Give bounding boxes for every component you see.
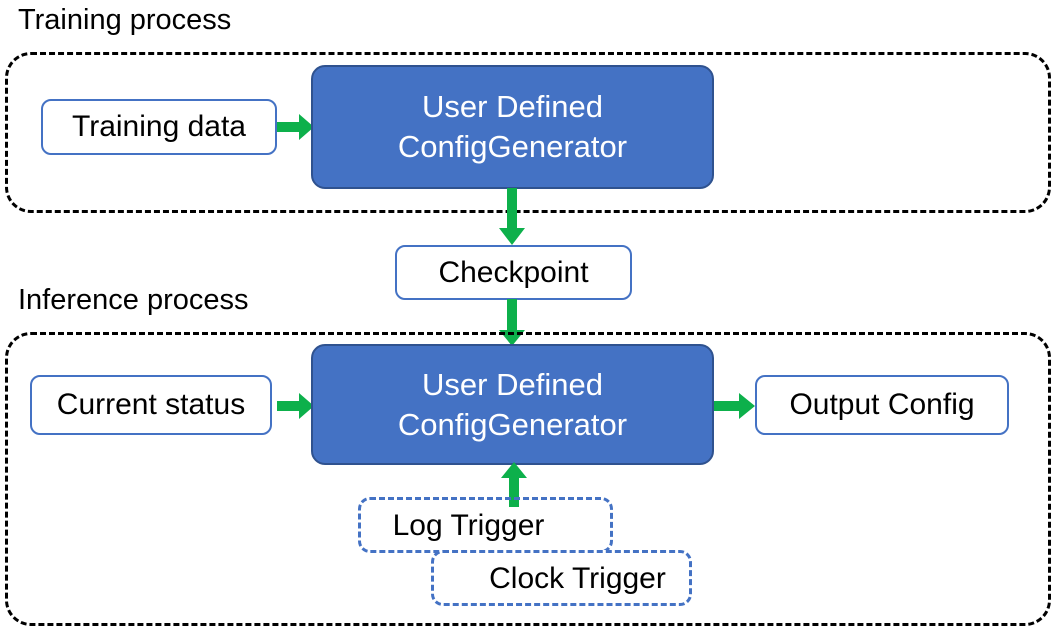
- node-checkpoint-label: Checkpoint: [438, 255, 589, 289]
- node-training-data[interactable]: Training data: [41, 99, 277, 155]
- group-container-inference: [5, 332, 1051, 626]
- node-current-status[interactable]: Current status: [30, 375, 272, 435]
- node-current-status-label: Current status: [56, 388, 246, 422]
- node-log-trigger[interactable]: Log Trigger: [358, 497, 613, 553]
- node-clock-trigger-label: Clock Trigger: [489, 561, 666, 595]
- group-container-training: [5, 52, 1051, 213]
- node-train-config-generator-line2: ConfigGenerator: [397, 129, 628, 164]
- node-log-trigger-label: Log Trigger: [392, 508, 545, 542]
- node-checkpoint[interactable]: Checkpoint: [395, 245, 632, 300]
- node-inference-config-generator-line2: ConfigGenerator: [397, 406, 628, 442]
- group-caption-training: Training process: [18, 4, 232, 36]
- node-train-config-generator-line1: User Defined: [422, 89, 603, 125]
- node-output-config-label: Output Config: [789, 388, 975, 422]
- node-clock-trigger[interactable]: Clock Trigger: [431, 550, 692, 606]
- group-caption-inference: Inference process: [18, 284, 249, 316]
- node-inference-config-generator[interactable]: User Defined ConfigGenerator: [311, 344, 714, 465]
- node-training-data-label: Training data: [72, 110, 246, 144]
- node-output-config[interactable]: Output Config: [755, 375, 1009, 435]
- node-train-config-generator[interactable]: User Defined ConfigGenerator: [311, 65, 714, 189]
- node-inference-config-generator-line1: User Defined: [422, 366, 603, 402]
